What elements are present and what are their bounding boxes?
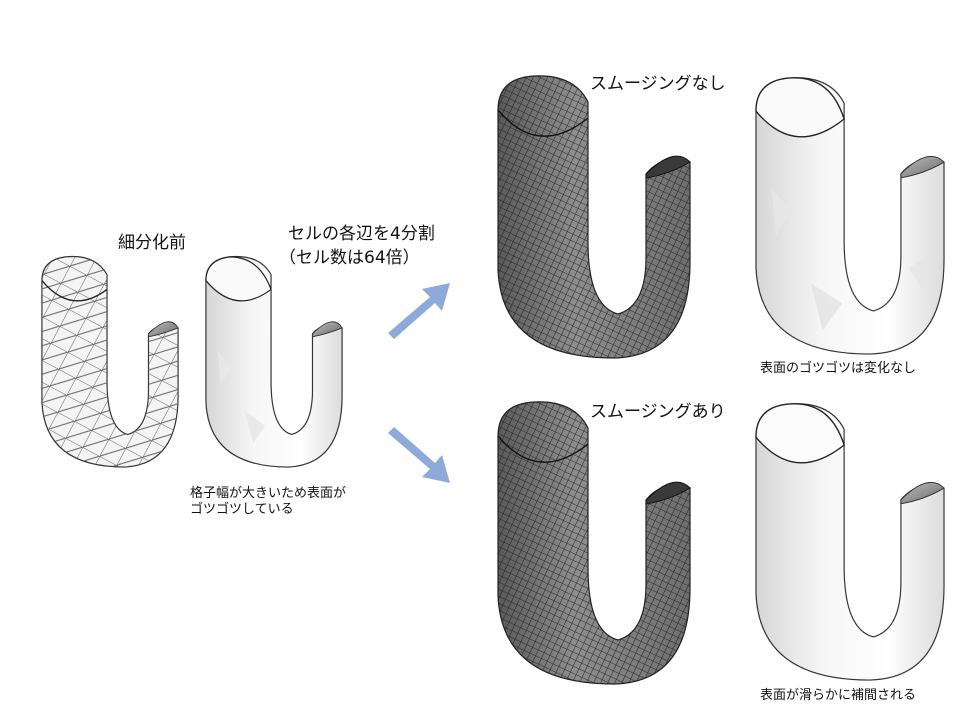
model-shaded-no-smoothing (755, 77, 945, 355)
arrow-to-no-smoothing (388, 283, 450, 339)
model-fine-mesh-no-smoothing (497, 75, 691, 359)
model-fine-mesh-with-smoothing (497, 401, 691, 685)
label-subdivide-line1: セルの各辺を4分割 (288, 224, 435, 244)
label-before-subdivision: 細分化前 (118, 233, 186, 253)
label-with-smoothing-note: 表面が滑らかに補間される (760, 688, 917, 703)
label-before-note-line1: 格子幅が大きいため表面が (190, 486, 347, 501)
label-with-smoothing: スムージングあり (590, 402, 726, 422)
model-coarse-mesh (41, 255, 179, 468)
label-no-smoothing-note: 表面のゴツゴツは変化なし (760, 361, 917, 376)
arrow-to-with-smoothing (388, 427, 450, 483)
label-no-smoothing: スムージングなし (590, 74, 726, 94)
model-coarse-shaded (205, 255, 343, 468)
model-shaded-with-smoothing (755, 403, 945, 681)
label-before-note-line2: ゴツゴツしている (190, 502, 294, 517)
label-subdivide-line2: （セル数は64倍） (279, 248, 420, 268)
